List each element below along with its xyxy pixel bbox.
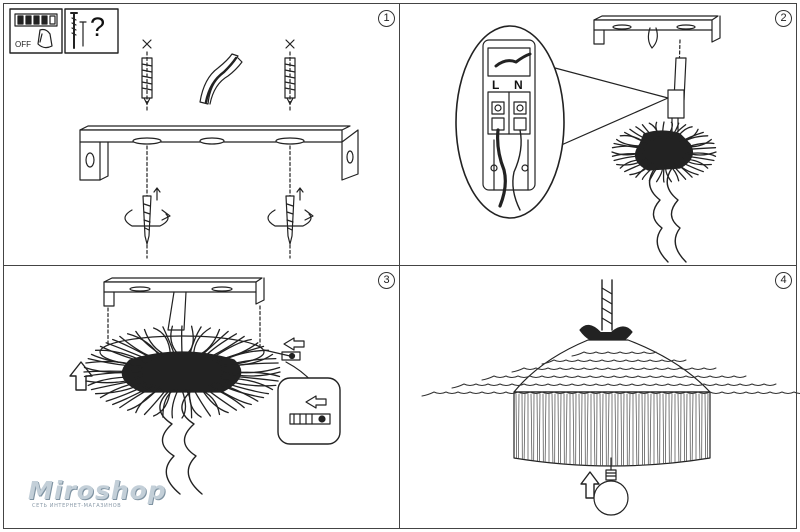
screw-fastening-detail	[263, 337, 341, 445]
lamp-cord-4	[579, 279, 633, 345]
terminal-label-neutral: N	[514, 78, 523, 92]
question-mark: ?	[90, 12, 106, 42]
lamp-shade-top-3	[99, 335, 265, 495]
ceiling-bracket-2	[593, 15, 721, 111]
switch-off-label: OFF	[15, 40, 31, 49]
up-arrow-icon	[69, 361, 93, 391]
wiring-zoom-callout	[455, 25, 669, 219]
terminal-label-live: L	[492, 78, 500, 92]
bulb-icon	[580, 457, 629, 516]
step-number-1: 1	[378, 10, 395, 27]
tools-icon	[64, 8, 119, 54]
terminal-block-small	[667, 57, 687, 133]
mounting-bracket	[79, 125, 359, 181]
step-number-2: 2	[775, 10, 792, 27]
ceiling-bracket-3	[103, 277, 265, 361]
watermark-tagline: СЕТЬ ИНТЕРНЕТ-МАГАЗИНОВ	[32, 503, 122, 509]
wall-anchor-icon	[141, 39, 296, 113]
step-number-4: 4	[775, 272, 792, 289]
screw-icon	[124, 145, 314, 259]
cable-wires	[199, 53, 243, 105]
power-off-switch-icon	[9, 8, 63, 54]
step-number-3: 3	[378, 272, 395, 289]
watermark-brand: Miroshop	[28, 476, 167, 505]
lamp-shade-top-2	[634, 130, 693, 263]
